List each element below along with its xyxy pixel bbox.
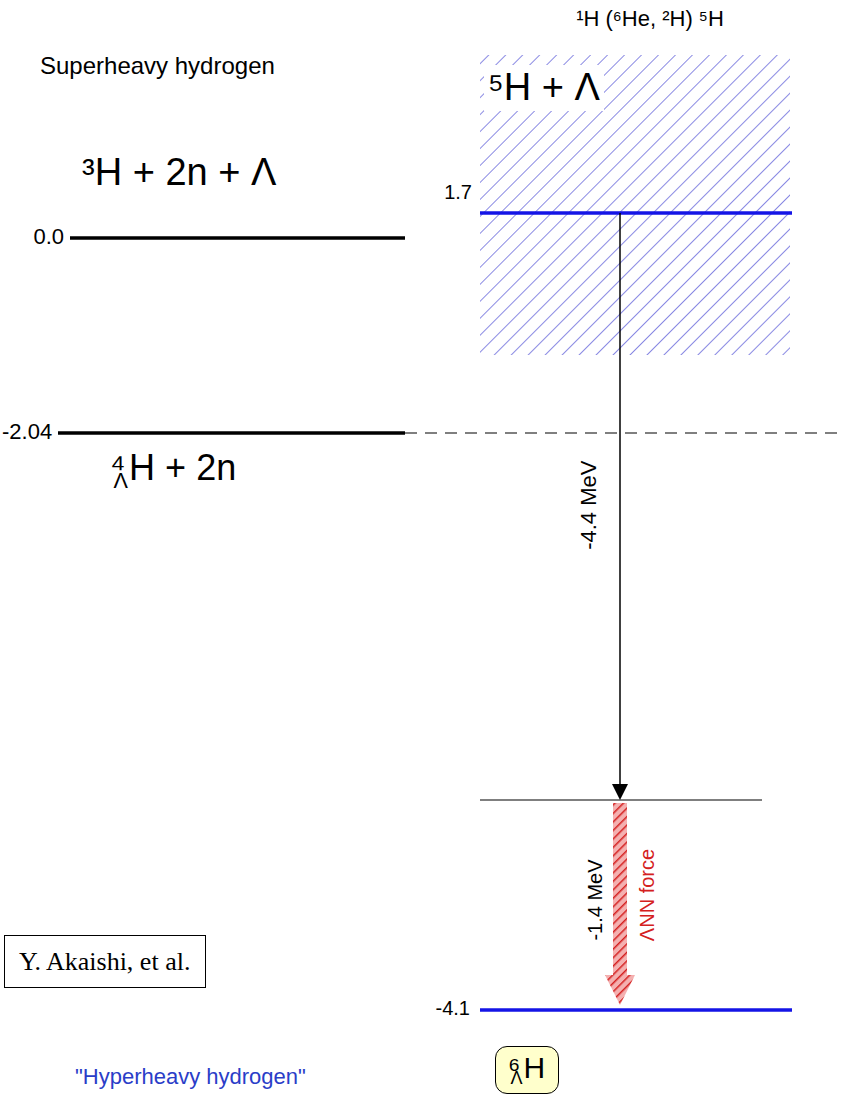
level-line [480, 1008, 792, 1012]
level-label: "Hyperheavy hydrogen" [75, 1064, 306, 1090]
level-label: Superheavy hydrogen [40, 52, 275, 81]
node-text: ⁵H + Λ [484, 65, 604, 111]
level-line [480, 211, 792, 215]
level-label: -4.1 [436, 996, 470, 1020]
energy-gap-label: -1.4 MeV [583, 859, 607, 940]
level-line [58, 431, 405, 435]
level-label: ¹H (⁶He, ²H) ⁵H [576, 6, 724, 32]
hypernucleus-box: ⁶ΛH [495, 1046, 559, 1094]
energy-gap-label: -4.4 MeV [577, 460, 603, 549]
continuum-hatch [480, 55, 790, 355]
energy-gap-label: ΛNN force [635, 849, 659, 941]
level-line [480, 799, 762, 800]
node-text: ⁶ΛH [508, 1050, 546, 1090]
level-label: ³H + 2n + Λ [82, 150, 276, 196]
arrowhead [612, 784, 628, 800]
node-text: Y. Akaishi, et al. [19, 946, 191, 977]
level-label: -2.04 [2, 419, 52, 445]
threshold-dashed-line [405, 432, 845, 433]
level-line [70, 236, 405, 240]
continuum-region: ⁵H + Λ [480, 55, 790, 355]
anN-force-arrow [605, 803, 635, 1005]
transition-arrow [619, 213, 621, 786]
level-label: 1.7 [444, 180, 472, 204]
reference-box: Y. Akaishi, et al. [4, 935, 206, 988]
level-label: ⁴ΛH + 2n [110, 446, 236, 493]
level-label: 0.0 [33, 224, 64, 250]
